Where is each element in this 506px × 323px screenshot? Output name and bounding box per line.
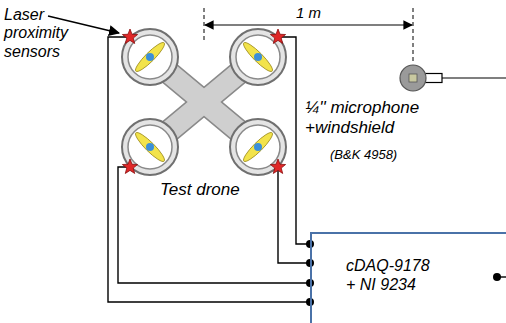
microphone-label: ¼'' microphone +windshield (305, 98, 480, 137)
dimension-label: 1 m (296, 4, 321, 21)
rotor (122, 29, 178, 85)
daq-label: cDAQ-9178 + NI 9234 (346, 256, 436, 294)
laser-sensor-stars (122, 29, 285, 173)
rotor (230, 29, 286, 85)
model-label: (B&K 4958) (330, 148, 440, 163)
terminal-dots (306, 240, 501, 306)
daq-box: cDAQ-9178 + NI 9234 (310, 232, 506, 323)
callout-label: Laser proximity sensors (4, 6, 80, 61)
drone-label: Test drone (160, 180, 260, 200)
rotor (230, 119, 286, 175)
rotor (122, 119, 178, 175)
microphone-symbol (400, 65, 506, 91)
